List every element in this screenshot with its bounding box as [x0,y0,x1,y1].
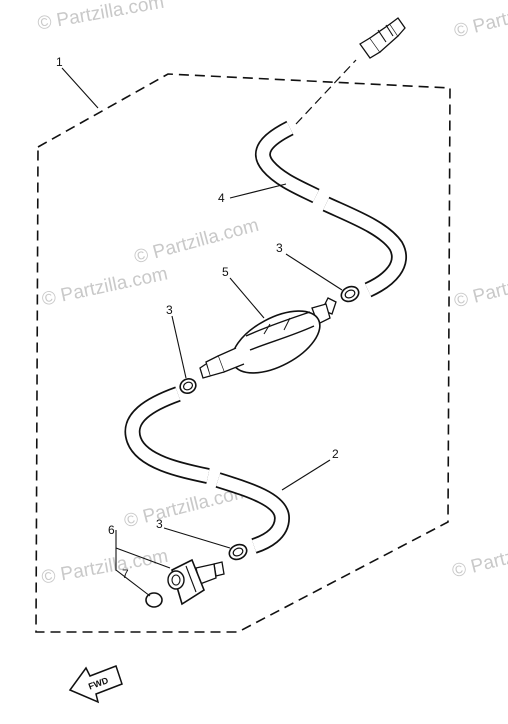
callout-clip-middle: 3 [166,303,173,317]
callout-connector: 6 [108,523,115,537]
hose-clip-upper [340,285,360,303]
callout-primer-bulb: 5 [222,265,229,279]
hose-lower [124,386,290,554]
tank-connector [167,558,225,606]
fwd-arrow: FWD [68,665,123,704]
callout-hose-lower: 2 [332,447,339,461]
callout-clip-upper: 3 [276,241,283,255]
o-ring [145,592,163,608]
callout-clip-lower: 3 [156,517,163,531]
primer-bulb [199,297,337,379]
assembly-outline [35,73,451,633]
hose-clip-middle [179,378,197,394]
callout-o-ring: 7 [122,567,129,581]
hose-upper [255,120,407,298]
callout-hose-upper: 4 [218,191,225,205]
hose-clip-lower [228,543,248,561]
callout-assembly: 1 [56,55,63,69]
leader-lines [61,67,343,597]
engine-side-fitting [295,17,406,125]
